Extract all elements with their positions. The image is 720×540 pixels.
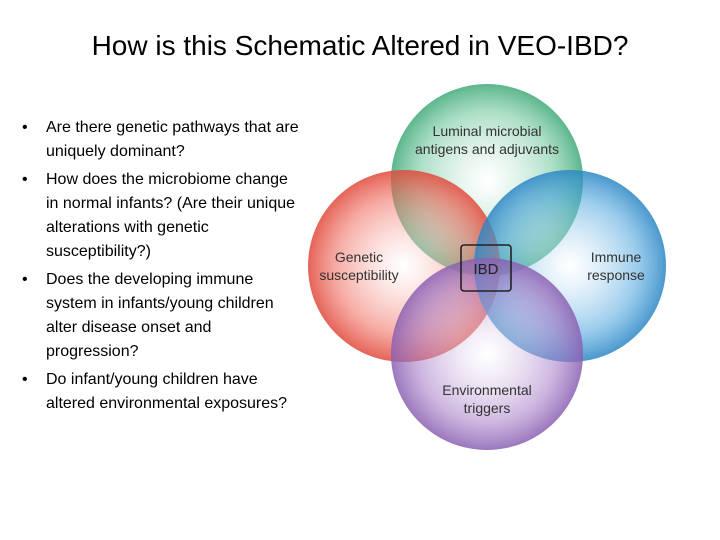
ibd-center-box (460, 244, 512, 292)
bullet-item: • Do infant/young children have altered … (22, 368, 302, 416)
bullet-text: How does the microbiome change in normal… (46, 171, 296, 260)
bullet-icon: • (22, 171, 28, 188)
venn-label-top-line2: antigens and adjuvants (415, 141, 559, 157)
venn-label-left-line2: susceptibility (319, 267, 398, 283)
bullet-icon: • (22, 371, 28, 388)
slide-title: How is this Schematic Altered in VEO-IBD… (91, 30, 629, 61)
bullet-text: Does the developing immune system in inf… (46, 271, 274, 360)
bullet-item: • Are there genetic pathways that are un… (22, 116, 302, 164)
venn-label-bottom-line2: triggers (464, 400, 511, 416)
bullet-icon: • (22, 271, 28, 288)
venn-label-bottom-line1: Environmental (442, 382, 532, 398)
venn-label-right-line2: response (587, 267, 645, 283)
venn-circle-bottom (391, 258, 583, 450)
bullet-list: • Are there genetic pathways that are un… (22, 116, 302, 420)
ibd-center-label: IBD (473, 261, 498, 278)
bullet-item: • Does the developing immune system in i… (22, 268, 302, 364)
venn-diagram: Luminal microbial antigens and adjuvants… (308, 84, 666, 450)
venn-label-left-line1: Genetic (335, 249, 383, 265)
venn-label-right-line1: Immune (591, 249, 642, 265)
bullet-text: Are there genetic pathways that are uniq… (46, 119, 299, 160)
venn-label-top-line1: Luminal microbial (433, 123, 542, 139)
bullet-icon: • (22, 119, 28, 136)
bullet-text: Do infant/young children have altered en… (46, 371, 288, 412)
bullet-item: • How does the microbiome change in norm… (22, 168, 302, 264)
